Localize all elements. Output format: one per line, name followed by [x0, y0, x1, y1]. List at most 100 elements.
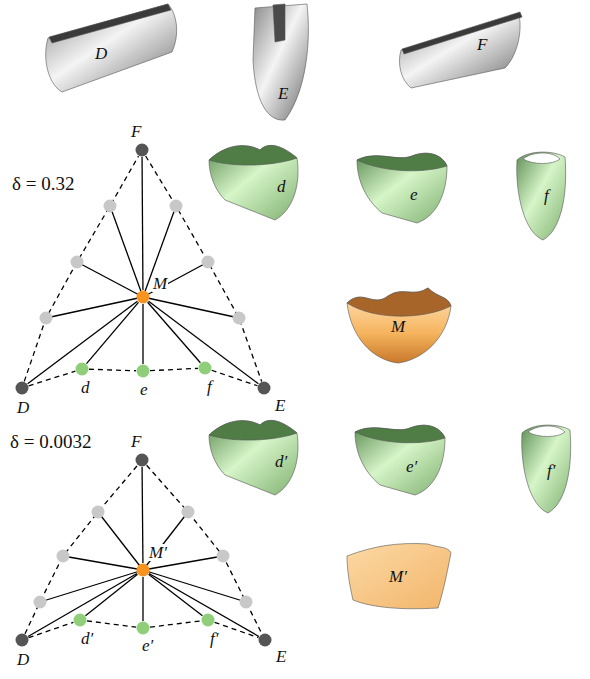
- spoke-line: [148, 302, 201, 362]
- surface-patch: [522, 425, 571, 513]
- vertex-label: D: [16, 399, 30, 416]
- surface-illustration: e: [352, 148, 452, 228]
- vertex-dot: [136, 621, 150, 635]
- surface-patch: [357, 153, 447, 171]
- spoke-line: [28, 574, 137, 637]
- surface-illustration: d′: [205, 415, 305, 500]
- surface-shape: [205, 140, 305, 225]
- vertex-dot: [137, 622, 150, 635]
- vertex-dot: [15, 381, 29, 395]
- vertex-label: d′: [80, 630, 94, 647]
- vertex-dot: [135, 453, 149, 467]
- spoke-line: [149, 301, 259, 384]
- boundary-line: [29, 622, 74, 637]
- surface-patch: [355, 425, 445, 443]
- vertex-dot: [74, 614, 87, 627]
- grey-vertices: [34, 200, 253, 609]
- surface-label: e′: [406, 458, 417, 475]
- vertex-dot: [16, 634, 29, 647]
- surface-label: d: [277, 178, 286, 195]
- simplex-vertex: d: [75, 362, 89, 376]
- surface-patch: [209, 145, 298, 220]
- surface-shape: [513, 145, 571, 243]
- vertex-label: D: [16, 651, 30, 668]
- surface-patch: [347, 544, 451, 609]
- vertex-dot: [135, 143, 149, 157]
- surface-label: E: [278, 85, 288, 102]
- vertex-label: E: [274, 397, 286, 414]
- vertex-dot: [136, 290, 150, 304]
- spoke-lines: [40, 206, 246, 602]
- spoke-line: [141, 467, 143, 563]
- spoke-line: [87, 302, 139, 363]
- surface-illustration: F: [395, 0, 530, 90]
- vertex-dot: [137, 291, 150, 304]
- vertex-dot: [137, 365, 150, 378]
- vertex-dot: [202, 614, 215, 627]
- surface-label: M: [391, 318, 405, 335]
- spoke-line: [141, 157, 143, 290]
- surface-label: f: [544, 187, 549, 204]
- vertex-dot: [136, 563, 150, 577]
- simplex-vertex: E: [258, 633, 272, 647]
- boundary-line: [212, 370, 258, 386]
- surface-patch: [399, 14, 520, 88]
- vertex-label: d: [80, 379, 91, 396]
- simplex-vertex: e′: [136, 621, 150, 635]
- boundary-line: [150, 368, 198, 370]
- surface-label: f′: [547, 462, 555, 479]
- surface-illustration: M: [343, 278, 455, 366]
- simplex-vertex: D: [15, 633, 29, 647]
- boundary-line: [147, 465, 262, 633]
- boundary-line: [150, 621, 201, 627]
- spoke-line: [149, 573, 259, 636]
- surface-shape: [395, 0, 530, 90]
- simplex-vertex: M: [136, 290, 150, 304]
- vertex-dot: [15, 633, 29, 647]
- boundary-line: [89, 369, 136, 371]
- vertex-label: M: [152, 275, 168, 292]
- vertex-dot: [136, 144, 149, 157]
- surface-label: D: [95, 45, 107, 62]
- vertex-dot: [73, 613, 87, 627]
- vertex-label: e: [139, 381, 149, 398]
- vertex-dot: [137, 564, 150, 577]
- surface-shape: [350, 420, 450, 505]
- surface-patch: [46, 4, 177, 92]
- surface-patch: [528, 426, 565, 437]
- vertex-label: F: [130, 123, 142, 140]
- boundary-line: [29, 371, 76, 386]
- surface-illustration: M′: [343, 538, 455, 616]
- surface-patch: [355, 425, 445, 495]
- vertex-dot: [199, 362, 212, 375]
- surface-patch: [347, 288, 451, 316]
- spoke-line: [28, 301, 138, 384]
- parameter-label: δ = 0.0032: [10, 432, 91, 451]
- surface-patch: [402, 12, 522, 54]
- vertex-label: f: [206, 378, 213, 395]
- surface-illustration: E: [245, 0, 320, 125]
- vertex-label: E: [275, 648, 287, 665]
- simplex-vertex: f: [198, 361, 212, 375]
- vertex-dot: [136, 454, 149, 467]
- surface-patch: [517, 152, 566, 240]
- simplex-vertex: e: [136, 364, 150, 378]
- surface-shape: [352, 148, 452, 228]
- surface-patch: [357, 153, 447, 223]
- boundary-line: [87, 621, 136, 627]
- boundary-line: [215, 622, 259, 637]
- surface-patch: [209, 420, 297, 440]
- surface-illustration: D: [40, 0, 185, 95]
- surface-patch: [523, 153, 560, 164]
- vertex-dot: [16, 382, 29, 395]
- vertex-dot: [136, 364, 150, 378]
- vertex-dot: [258, 633, 272, 647]
- simplex-vertex: f′: [201, 613, 215, 627]
- surface-patch: [49, 4, 171, 43]
- surface-patch: [209, 420, 298, 495]
- surface-illustration: f: [513, 145, 571, 243]
- parameter-label: δ = 0.32: [12, 174, 74, 193]
- vertex-dot: [76, 363, 89, 376]
- simplex-vertex: F: [135, 453, 149, 467]
- vertex-dot: [198, 361, 212, 375]
